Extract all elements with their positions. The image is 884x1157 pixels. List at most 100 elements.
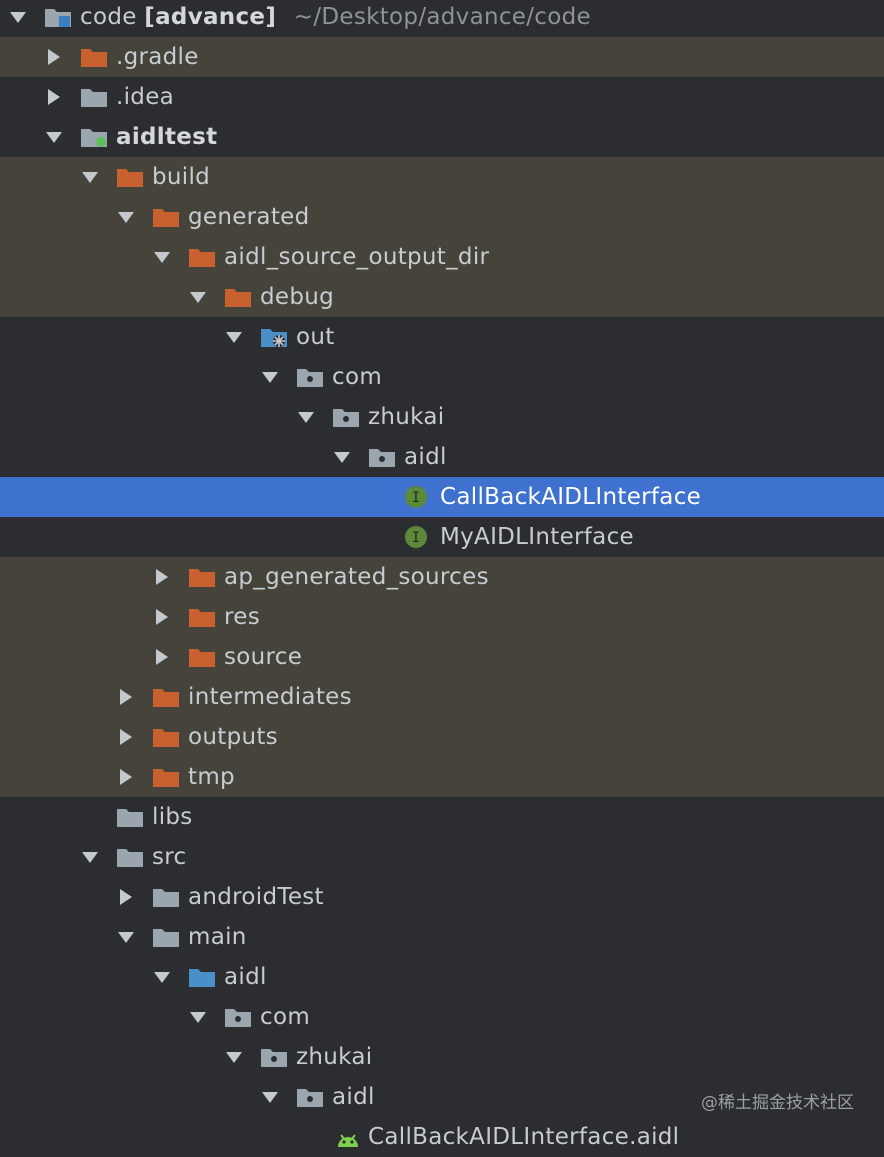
module-folder-icon (44, 6, 72, 28)
folder-icon (80, 46, 108, 68)
tree-row-generated[interactable]: generated (0, 197, 884, 237)
tree-row-aidl-pkg-2[interactable]: aidl (0, 1077, 884, 1117)
chevron-down-icon[interactable] (152, 247, 172, 267)
tree-row-outputs[interactable]: outputs (0, 717, 884, 757)
chevron-down-icon[interactable] (224, 327, 244, 347)
svg-text:I: I (412, 530, 420, 546)
tree-row-root[interactable]: code [advance] ~/Desktop/advance/code (0, 0, 884, 37)
chevron-right-icon[interactable] (44, 47, 64, 67)
folder-icon (224, 286, 252, 308)
tree-row-my-interface[interactable]: I MyAIDLInterface (0, 517, 884, 557)
chevron-down-icon[interactable] (116, 927, 136, 947)
tree-row-aidl-source[interactable]: aidl (0, 957, 884, 997)
chevron-down-icon[interactable] (296, 407, 316, 427)
tree-item-label: aidl (332, 1084, 375, 1110)
tree-row-aidltest[interactable]: aidltest (0, 117, 884, 157)
folder-icon (188, 246, 216, 268)
chevron-down-icon[interactable] (116, 207, 136, 227)
tree-item-label: libs (152, 804, 193, 830)
android-icon (334, 1127, 362, 1149)
chevron-down-icon[interactable] (80, 847, 100, 867)
chevron-right-icon[interactable] (152, 607, 172, 627)
tree-item-label: main (188, 924, 247, 950)
tree-row-android-test[interactable]: androidTest (0, 877, 884, 917)
tree-item-label: com (332, 364, 383, 390)
chevron-right-icon[interactable] (116, 767, 136, 787)
tree-row-main[interactable]: main (0, 917, 884, 957)
package-icon (296, 1086, 324, 1108)
tree-item-label: debug (260, 284, 335, 310)
tree-row-callback-interface[interactable]: I CallBackAIDLInterface (0, 477, 884, 517)
tree-row-source[interactable]: source (0, 637, 884, 677)
tree-row-debug[interactable]: debug (0, 277, 884, 317)
module-folder-icon (80, 126, 108, 148)
tree-item-label: out (296, 324, 335, 350)
chevron-down-icon[interactable] (8, 7, 28, 27)
folder-icon (116, 806, 144, 828)
chevron-down-icon[interactable] (224, 1047, 244, 1067)
tree-item-label: outputs (188, 724, 278, 750)
tree-row-gradle[interactable]: .gradle (0, 37, 884, 77)
folder-icon (152, 726, 180, 748)
chevron-right-icon[interactable] (116, 727, 136, 747)
chevron-right-icon[interactable] (152, 647, 172, 667)
tree-item-label: source (224, 644, 303, 670)
folder-icon (188, 606, 216, 628)
tree-row-build[interactable]: build (0, 157, 884, 197)
tree-row-idea[interactable]: .idea (0, 77, 884, 117)
root-module: [advance] (144, 4, 277, 30)
tree-row-com-2[interactable]: com (0, 997, 884, 1037)
tree-item-label: res (224, 604, 260, 630)
chevron-down-icon[interactable] (332, 447, 352, 467)
tree-item-label: com (260, 1004, 311, 1030)
chevron-down-icon[interactable] (260, 1087, 280, 1107)
folder-icon (80, 86, 108, 108)
tree-item-label: zhukai (296, 1044, 373, 1070)
tree-row-callback-aidl-file[interactable]: CallBackAIDLInterface.aidl (0, 1117, 884, 1157)
folder-icon (152, 886, 180, 908)
folder-icon (116, 166, 144, 188)
tree-item-label: aidl (404, 444, 447, 470)
generated-source-folder-icon (260, 326, 288, 348)
tree-row-res[interactable]: res (0, 597, 884, 637)
chevron-down-icon[interactable] (188, 287, 208, 307)
root-path: ~/Desktop/advance/code (293, 4, 591, 30)
tree-row-tmp[interactable]: tmp (0, 757, 884, 797)
package-icon (332, 406, 360, 428)
tree-row-zhukai-2[interactable]: zhukai (0, 1037, 884, 1077)
tree-item-label: CallBackAIDLInterface (440, 484, 702, 510)
tree-item-label: aidltest (116, 124, 218, 150)
chevron-down-icon[interactable] (152, 967, 172, 987)
interface-icon: I (402, 485, 430, 508)
chevron-down-icon[interactable] (188, 1007, 208, 1027)
root-name: code (80, 4, 137, 30)
folder-icon (152, 686, 180, 708)
chevron-right-icon[interactable] (116, 887, 136, 907)
folder-icon (152, 766, 180, 788)
tree-item-label: CallBackAIDLInterface.aidl (368, 1124, 680, 1150)
tree-row-out[interactable]: out (0, 317, 884, 357)
folder-icon (116, 846, 144, 868)
chevron-down-icon[interactable] (80, 167, 100, 187)
tree-row-com[interactable]: com (0, 357, 884, 397)
tree-row-aidl-pkg[interactable]: aidl (0, 437, 884, 477)
tree-item-label: androidTest (188, 884, 324, 910)
chevron-right-icon[interactable] (116, 687, 136, 707)
chevron-right-icon[interactable] (44, 87, 64, 107)
chevron-down-icon[interactable] (44, 127, 64, 147)
tree-item-label: zhukai (368, 404, 445, 430)
interface-icon: I (402, 525, 430, 548)
folder-icon (152, 206, 180, 228)
tree-row-intermediates[interactable]: intermediates (0, 677, 884, 717)
tree-item-label: src (152, 844, 187, 870)
chevron-down-icon[interactable] (260, 367, 280, 387)
tree-row-src[interactable]: src (0, 837, 884, 877)
tree-row-zhukai[interactable]: zhukai (0, 397, 884, 437)
chevron-right-icon[interactable] (152, 567, 172, 587)
tree-item-label: MyAIDLInterface (440, 524, 634, 550)
tree-row-libs[interactable]: libs (0, 797, 884, 837)
tree-item-label: aidl (224, 964, 267, 990)
tree-row-ap-generated-sources[interactable]: ap_generated_sources (0, 557, 884, 597)
tree-item-label: .gradle (116, 44, 199, 70)
tree-row-aidl-source-output-dir[interactable]: aidl_source_output_dir (0, 237, 884, 277)
